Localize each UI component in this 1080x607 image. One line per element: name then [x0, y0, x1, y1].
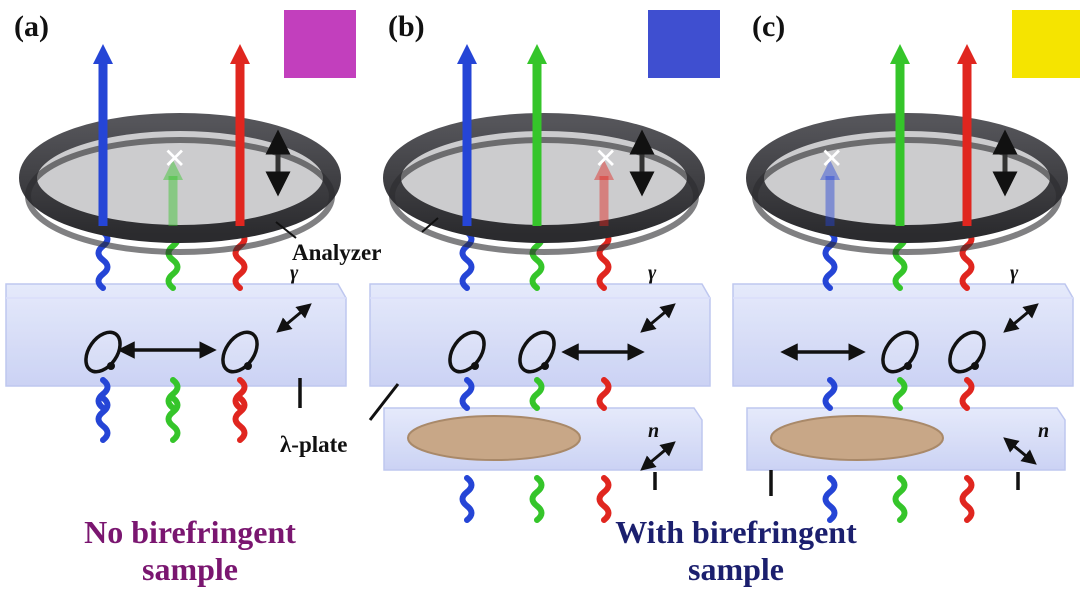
wave-blue-bottom — [822, 475, 838, 523]
analyzer-ring — [746, 113, 1068, 243]
result-color-swatch-b — [648, 10, 720, 78]
polarization-ellipse — [881, 330, 919, 374]
wave-red-mid — [959, 229, 975, 291]
wave-red-bottom — [959, 475, 975, 523]
beam-green-transmitted-head — [890, 44, 910, 64]
caption-no-sample: No birefringent sample — [40, 514, 340, 588]
polarization-ellipse-dot — [107, 362, 115, 370]
analyzer-ring — [19, 113, 341, 243]
wave-green-low — [892, 377, 908, 411]
beam-red-transmitted-head — [957, 44, 977, 64]
wave-red-mid — [232, 229, 248, 291]
wave-blue-mid — [459, 229, 475, 291]
birefringent-sample — [770, 415, 944, 461]
caption-left-line1: No birefringent — [84, 514, 296, 550]
polarization-ellipse-dot — [471, 362, 479, 370]
polarization-ellipse-dot — [244, 362, 252, 370]
polarization-ellipse — [221, 330, 259, 374]
result-color-swatch-c — [1012, 10, 1080, 78]
analyzer-ring-rim — [752, 137, 1062, 255]
analyzer-ring-rim — [389, 137, 699, 255]
analyzer-disk — [757, 126, 1057, 230]
n-label-c: n — [1038, 420, 1050, 442]
wave-blue-mid — [822, 229, 838, 291]
wave-red-low — [232, 377, 248, 411]
gamma-label-c: γ — [1010, 262, 1019, 284]
beam-green-blocked-head — [163, 160, 183, 180]
wave-red-low — [596, 377, 612, 411]
lambda-plate-label: λ-plate — [280, 432, 348, 457]
panel-c: ✕ — [732, 44, 1074, 523]
blocked-cross-mark: ✕ — [594, 142, 617, 175]
beam-green-transmitted-head — [527, 44, 547, 64]
wave-red-mid — [596, 229, 612, 291]
wave-red-bottom — [596, 475, 612, 523]
polarization-ellipse-dot — [971, 362, 979, 370]
analyzer-ring — [383, 113, 705, 243]
beam-blue-blocked-head — [820, 160, 840, 180]
n-axis-arrow — [640, 441, 676, 471]
wave-blue-bottom — [95, 395, 111, 443]
gamma-label-a: γ — [290, 262, 299, 284]
blocked-cross-mark: ✕ — [820, 142, 843, 175]
polarization-ellipse — [948, 330, 986, 374]
analyzer-ring-rim — [25, 137, 335, 255]
wave-blue-low — [95, 377, 111, 411]
beam-blue-transmitted-head — [457, 44, 477, 64]
birefringent-sample — [407, 415, 581, 461]
wave-red-bottom — [232, 395, 248, 443]
blocked-cross-mark: ✕ — [163, 142, 186, 175]
beam-red-transmitted-head — [230, 44, 250, 64]
panel-a: ✕ — [5, 44, 347, 443]
lambda-plate-leader — [368, 383, 400, 421]
lambda-plate — [5, 283, 347, 387]
n-label-b: n — [648, 420, 660, 442]
beam-red-blocked-head — [594, 160, 614, 180]
caption-with-sample: With birefringent sample — [556, 514, 916, 588]
polarization-ellipse — [448, 330, 486, 374]
wave-red-low — [959, 377, 975, 411]
result-color-swatch-a — [284, 10, 356, 78]
polarization-ellipse — [84, 330, 122, 374]
panel-c-label: (c) — [752, 10, 786, 43]
analyzer-label: Analyzer — [292, 240, 382, 265]
wave-green-bottom — [892, 475, 908, 523]
panel-b-label: (b) — [388, 10, 425, 43]
polarization-ellipse — [518, 330, 556, 374]
gamma-axis-arrow — [276, 303, 312, 333]
caption-left-line2: sample — [142, 551, 238, 587]
panel-a-label: (a) — [14, 10, 49, 43]
polarization-ellipse-dot — [904, 362, 912, 370]
wave-green-low — [165, 377, 181, 411]
wave-blue-bottom — [459, 475, 475, 523]
wave-blue-mid — [95, 229, 111, 291]
polarization-ellipse-dot — [541, 362, 549, 370]
wave-blue-low — [459, 377, 475, 411]
gamma-axis-arrow — [1003, 303, 1039, 333]
wave-green-bottom — [165, 395, 181, 443]
wave-green-bottom — [529, 475, 545, 523]
caption-right-line2: sample — [688, 551, 784, 587]
wave-green-low — [529, 377, 545, 411]
gamma-label-b: γ — [648, 262, 657, 284]
caption-right-line1: With birefringent — [615, 514, 857, 550]
beam-blue-transmitted-head — [93, 44, 113, 64]
analyzer-leader-left — [275, 221, 297, 239]
analyzer-leader-right — [421, 217, 439, 233]
gamma-axis-arrow — [640, 303, 676, 333]
panel-b: ✕ — [369, 44, 711, 523]
n-axis-arrow — [1003, 437, 1037, 465]
wave-blue-low — [822, 377, 838, 411]
